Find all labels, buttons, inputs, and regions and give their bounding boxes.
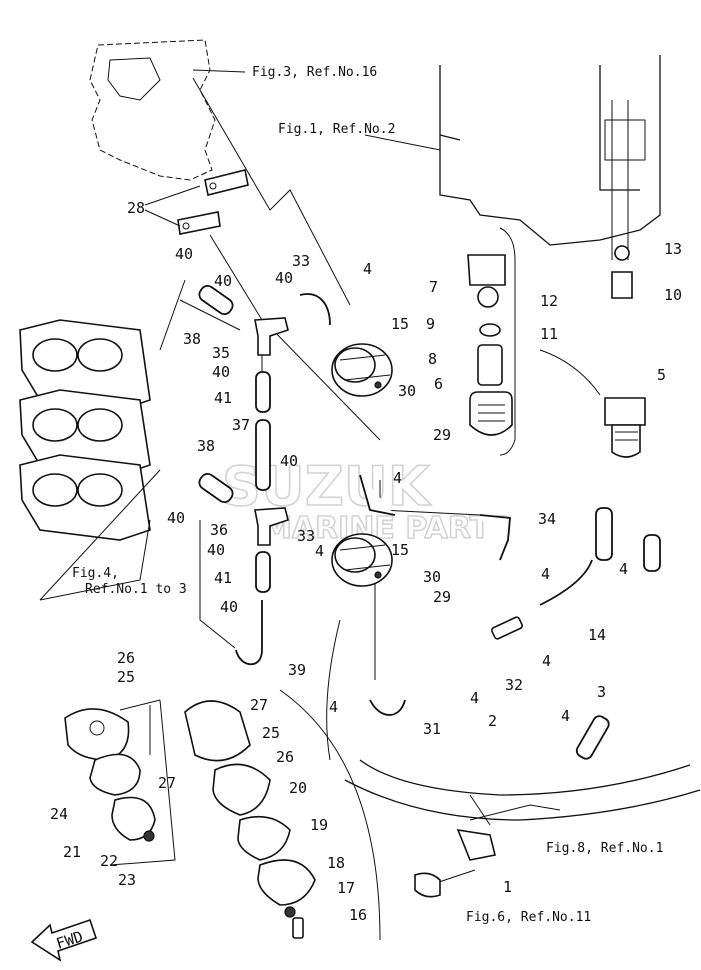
callout-40a: 40 (175, 245, 193, 263)
callout-11: 11 (540, 325, 558, 343)
callout-17: 17 (337, 879, 355, 897)
callout-25a: 25 (117, 668, 135, 686)
callout-24: 24 (50, 805, 68, 823)
callout-10: 10 (664, 286, 682, 304)
callout-26a: 26 (117, 649, 135, 667)
fuel-pump-lower (331, 533, 393, 587)
ref-fig1: Fig.1, Ref.No.2 (278, 122, 395, 137)
fuel-filter-right (604, 245, 646, 458)
callout-30a: 30 (398, 382, 416, 400)
reference-labels: Fig.3, Ref.No.16 Fig.1, Ref.No.2 Fig.4, … (72, 65, 663, 925)
lower-pump-parts (64, 700, 316, 939)
callout-33a: 33 (292, 252, 310, 270)
callout-4h: 4 (561, 707, 570, 725)
callout-32: 32 (505, 676, 523, 694)
bracket-outline (439, 55, 661, 260)
callout-6: 6 (434, 375, 443, 393)
callouts: 28 40 40 40 33 4 38 35 40 41 37 38 40 40… (50, 199, 682, 924)
callout-41a: 41 (214, 389, 232, 407)
callout-4g: 4 (470, 689, 479, 707)
callout-15a: 15 (391, 315, 409, 333)
callout-41b: 41 (214, 569, 232, 587)
callout-40b: 40 (214, 272, 232, 290)
callout-22: 22 (100, 852, 118, 870)
callout-8: 8 (428, 350, 437, 368)
callout-4c: 4 (393, 469, 402, 487)
callout-27a: 27 (250, 696, 268, 714)
ref-fig3: Fig.3, Ref.No.16 (252, 65, 377, 80)
fwd-arrow: FWD (30, 918, 98, 962)
callout-19: 19 (310, 816, 328, 834)
callout-7: 7 (429, 278, 438, 296)
callout-13: 13 (664, 240, 682, 258)
callout-2: 2 (488, 712, 497, 730)
callout-4b: 4 (315, 542, 324, 560)
callout-14: 14 (588, 626, 606, 644)
gasket-28 (177, 169, 249, 235)
callout-38a: 38 (183, 330, 201, 348)
callout-5: 5 (657, 366, 666, 384)
callout-12: 12 (540, 292, 558, 310)
callout-4e: 4 (619, 560, 628, 578)
callout-33b: 33 (297, 527, 315, 545)
callout-38b: 38 (197, 437, 215, 455)
callout-1: 1 (503, 878, 512, 896)
callout-18: 18 (327, 854, 345, 872)
engine-block-outline (89, 39, 216, 181)
callout-36: 36 (210, 521, 228, 539)
callout-4d: 4 (541, 565, 550, 583)
callout-40e: 40 (280, 452, 298, 470)
callout-25b: 25 (262, 724, 280, 742)
callout-29b: 29 (433, 588, 451, 606)
callout-35: 35 (212, 344, 230, 362)
callout-28: 28 (127, 199, 145, 217)
ref-fig4-line1: Fig.4, (72, 566, 119, 581)
callout-20: 20 (289, 779, 307, 797)
hull-outline (344, 759, 701, 898)
callout-40g: 40 (207, 541, 225, 559)
callout-30b: 30 (423, 568, 441, 586)
callout-15b: 15 (391, 541, 409, 559)
callout-27b: 27 (158, 774, 176, 792)
callout-39: 39 (288, 661, 306, 679)
callout-34: 34 (538, 510, 556, 528)
ref-fig8: Fig.8, Ref.No.1 (546, 841, 663, 856)
carburetor-stack (19, 319, 151, 541)
callout-23: 23 (118, 871, 136, 889)
callout-16: 16 (349, 906, 367, 924)
fuel-pump-upper (331, 343, 393, 397)
callout-31: 31 (423, 720, 441, 738)
lower-enclosure (279, 619, 381, 941)
callout-4f: 4 (542, 652, 551, 670)
ref-fig6: Fig.6, Ref.No.11 (466, 910, 591, 925)
callout-21: 21 (63, 843, 81, 861)
callout-4a: 4 (363, 260, 372, 278)
fuel-lines (198, 284, 661, 760)
callout-37: 37 (232, 416, 250, 434)
callout-40h: 40 (220, 598, 238, 616)
callout-9: 9 (426, 315, 435, 333)
callout-40c: 40 (275, 269, 293, 287)
watermark: SUZUK MARINE PARTS (221, 454, 512, 547)
ref-fig4-line2: Ref.No.1 to 3 (85, 582, 187, 597)
callout-26b: 26 (276, 748, 294, 766)
callout-40f: 40 (167, 509, 185, 527)
fuel-filter-assembly (467, 227, 516, 456)
callout-3: 3 (597, 683, 606, 701)
callout-29a: 29 (433, 426, 451, 444)
watermark-sub: MARINE PARTS (262, 511, 512, 546)
callout-40d: 40 (212, 363, 230, 381)
callout-4i: 4 (329, 698, 338, 716)
